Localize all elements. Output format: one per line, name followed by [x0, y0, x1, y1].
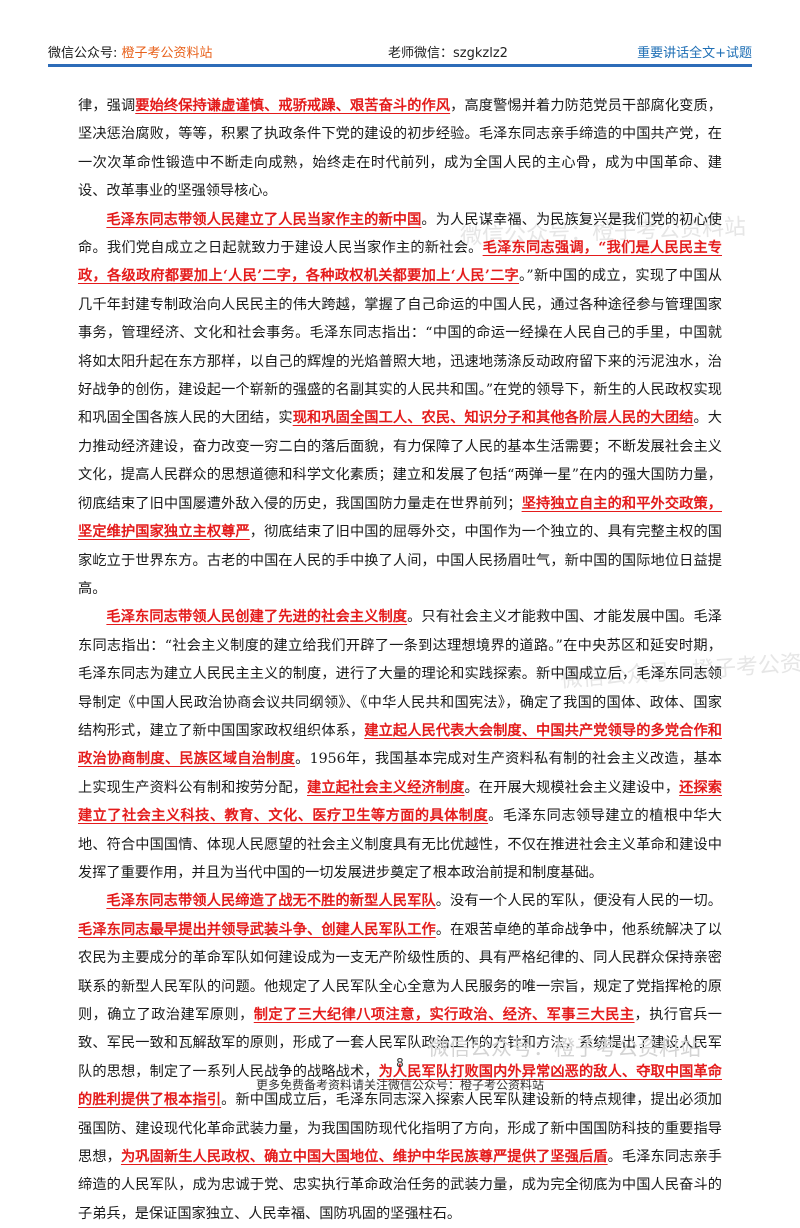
- header-left: 微信公众号: 橙子考公资料站: [48, 42, 213, 61]
- highlighted-text: 为巩固新生人民政权、确立中国大国地位、维护中华民族尊严提供了坚强后盾: [120, 1149, 608, 1166]
- body-text: 。1956年，我国基本完成对生产资料私有制的社会主义改造，基本上实现生产资料公有…: [78, 751, 722, 796]
- highlighted-text: 为人民军队打败国内外异常凶恶的敌人、夺取中国革命的胜利提供了根本指引: [78, 1063, 722, 1109]
- body-text: 。在艰苦卓绝的革命战争中，他系统解决了以农民为主要成分的革命军队如何建设成为一支…: [78, 921, 722, 1023]
- document-body: 律，强调要始终保持谦虚谨慎、戒骄戒躁、艰苦奋斗的作风，高度警惕并着力防范党员干部…: [78, 92, 722, 1228]
- highlighted-text: 现和巩固全国工人、农民、知识分子和其他各阶层人民的大团结: [292, 410, 694, 427]
- highlighted-text: 建立起社会主义经济制度: [307, 779, 465, 796]
- body-text: 。大力推动经济建设，奋力改变一穷二白的落后面貌，有力保障了人民的基本生活需要；不…: [78, 410, 722, 512]
- highlighted-text: 制定了三大纪律八项注意，实行政治、经济、军事三大民主: [253, 1007, 635, 1023]
- body-text: 。没有一个人民的军队，便没有人民的一切。: [435, 893, 722, 910]
- highlighted-text: 毛泽东同志带领人民建立了人民当家作主的新中国: [106, 211, 422, 228]
- paragraph: 毛泽东同志带领人民创建了先进的社会主义制度。只有社会主义才能救中国、才能发展中国…: [78, 603, 722, 887]
- paragraph: 律，强调要始终保持谦虚谨慎、戒骄戒躁、艰苦奋斗的作风，高度警惕并着力防范党员干部…: [78, 92, 722, 206]
- highlighted-text: 毛泽东同志强调，“我们是人民民主专政，各级政府都要加上‘人民’二字，各种政权机关…: [78, 240, 722, 285]
- body-text: 律，强调: [78, 98, 136, 114]
- body-text: 。毛泽东同志领导建立的植根中华大地、符合中国国情、体现人民愿望的社会主义制度具有…: [78, 808, 722, 881]
- page-footer: 更多免费备考资料请关注微信公众号：橙子考公资料站: [255, 1078, 544, 1092]
- highlighted-text: 毛泽东同志最早提出并领导武装斗争、创建人民军队工作: [78, 921, 436, 938]
- body-text: ，高度警惕并着力防范党员干部腐化变质，坚决惩治腐败，等等，积累了执政条件下党的建…: [78, 98, 722, 200]
- highlighted-text: 毛泽东同志带领人民创建了先进的社会主义制度: [106, 609, 408, 626]
- highlighted-text: 还探索建立了社会主义科技、教育、文化、医疗卫生等方面的具体制度: [78, 779, 722, 825]
- body-text: 。只有社会主义才能救中国、才能发展中国。毛泽东同志指出：“社会主义制度的建立给我…: [78, 609, 722, 739]
- header-topic: 重要讲话全文+试题: [637, 46, 752, 61]
- body-text: ，执行官兵一致、军民一致和瓦解敌军的原则，形成了一套人民军队政治工作的方针和方法…: [78, 1007, 722, 1080]
- header-divider: [48, 64, 752, 67]
- body-text: 。”新中国的成立，实现了中国从几千年封建专制政治向人民民主的伟大跨越，掌握了自己…: [78, 268, 723, 427]
- header-account-label: 微信公众号:: [48, 46, 118, 61]
- body-text: 。在开展大规模社会主义建设中，: [464, 779, 680, 796]
- highlighted-text: 建立起人民代表大会制度、中国共产党领导的多党合作和政治协商制度、民族区域自治制度: [78, 722, 722, 768]
- highlighted-text: 坚持独立自主的和平外交政策，坚定维护国家独立主权尊严: [78, 495, 722, 541]
- highlighted-text: 要始终保持谦虚谨慎、戒骄戒躁、艰苦奋斗的作风: [135, 98, 451, 114]
- bottom-watermark: 微信公众号：橙子考公资料站: [428, 1036, 701, 1060]
- paragraph: 毛泽东同志带领人民建立了人民当家作主的新中国。为人民谋幸福、为民族复兴是我们党的…: [78, 206, 722, 604]
- body-text: 。为人民谋幸福、为民族复兴是我们党的初心使命。我们党自成立之日起就致力于建设人民…: [78, 211, 722, 257]
- header-teacher-wechat: 老师微信：szgkzlz2: [388, 46, 508, 61]
- page-header: 微信公众号: 橙子考公资料站 老师微信：szgkzlz2 重要讲话全文+试题: [48, 38, 752, 67]
- body-text: ，彻底结束了旧中国的屈辱外交，中国作为一个独立的、具有完整主权的国家屹立于世界东…: [78, 524, 722, 597]
- page-number: 8: [396, 1056, 404, 1070]
- header-account-name: 橙子考公资料站: [121, 46, 213, 61]
- highlighted-text: 毛泽东同志带领人民缔造了战无不胜的新型人民军队: [106, 893, 436, 910]
